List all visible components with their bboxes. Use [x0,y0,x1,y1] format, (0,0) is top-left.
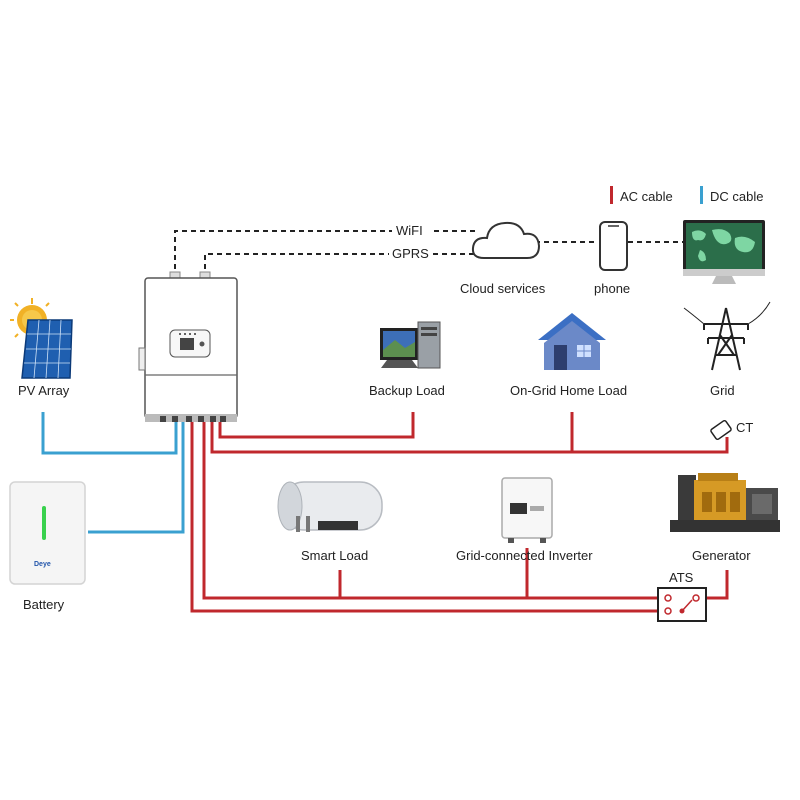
solar-panel-icon [10,298,73,379]
dc-cables [41,412,185,534]
phone-icon [599,221,628,271]
phone-label: phone [594,281,630,296]
backup-load-label: Backup Load [369,383,445,398]
gprs-link [204,253,478,278]
grid-cable [210,422,729,454]
legend: AC cable DC cable [610,186,763,204]
battery-brand: Deye [34,561,51,568]
backup-load-cable [218,412,415,439]
ats-switch-icon [657,587,707,622]
battery-icon: Deye [9,481,86,585]
battery-label: Battery [23,597,65,612]
home-load-label: On-Grid Home Load [510,383,627,398]
cloud-label: Cloud services [460,281,546,296]
battery-dc-cable [88,422,185,534]
pv-label: PV Array [18,383,70,398]
monitor-icon [683,220,765,284]
water-heater-icon [277,481,383,532]
grid-inverter-label: Grid-connected Inverter [456,548,593,563]
ats-label: ATS [669,570,694,585]
ac-legend-label: AC cable [620,189,673,204]
ct-clamp-icon [710,419,732,441]
house-icon [538,313,606,370]
gprs-label: GPRS [392,246,429,261]
communication-links [174,230,683,278]
inverter-icon [138,271,238,422]
ct-label: CT [736,420,753,435]
wifi-label: WiFI [396,223,423,238]
pylon-icon [683,301,771,371]
grid-label: Grid [710,383,735,398]
computer-icon [380,321,441,369]
ac-legend-swatch [610,186,613,204]
gen-port-cable-top [202,422,660,600]
ac-cables [190,412,729,613]
generator-cable [706,570,729,600]
gen-port-cable-bottom [190,422,660,613]
dc-legend-swatch [700,186,703,204]
cloud-icon [471,221,541,259]
pv-dc-cable [41,412,178,455]
wifi-link [174,230,478,278]
generator-icon [670,473,780,532]
dc-legend-label: DC cable [710,189,763,204]
generator-label: Generator [692,548,751,563]
smart-load-label: Smart Load [301,548,368,563]
grid-inverter-icon [501,477,553,543]
